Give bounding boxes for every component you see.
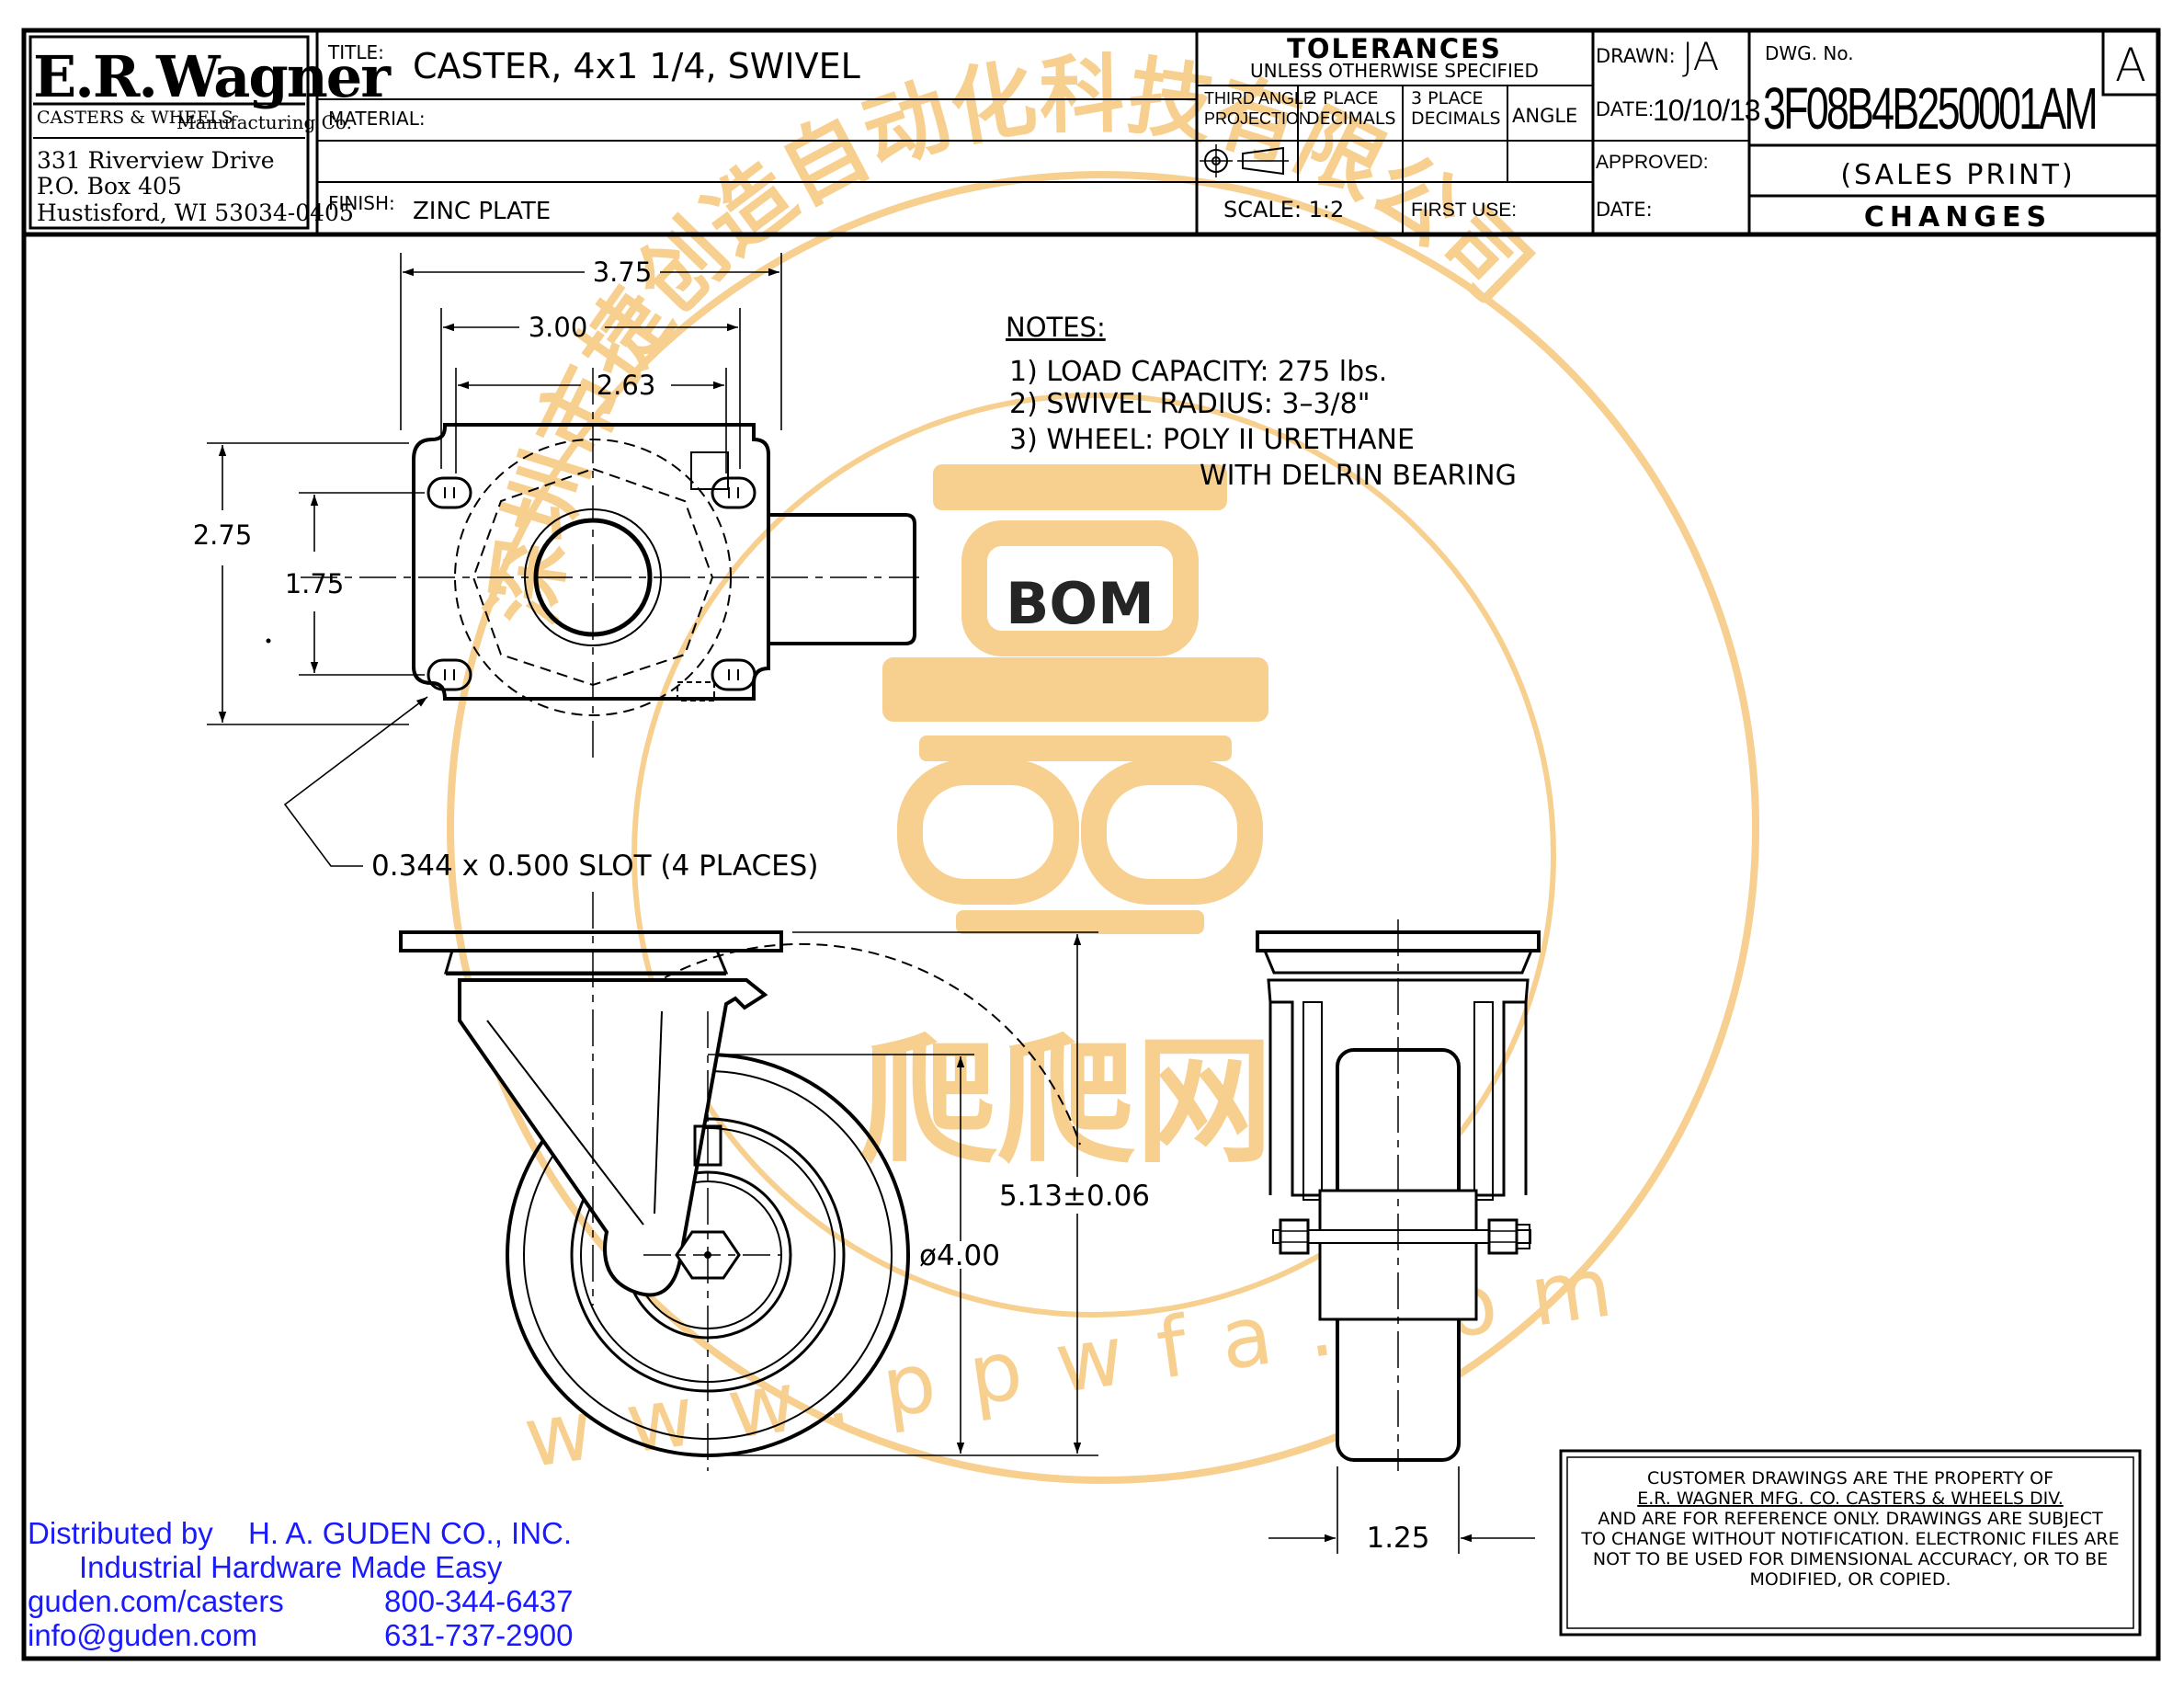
svg-text:UNLESS OTHERWISE SPECIFIED: UNLESS OTHERWISE SPECIFIED [1250,60,1539,82]
svg-text:WITH DELRIN BEARING: WITH DELRIN BEARING [1200,460,1517,492]
svg-text:NOTES:: NOTES: [1006,312,1106,343]
svg-text:CHANGES: CHANGES [1864,201,2052,234]
svg-text:MODIFIED, OR COPIED.: MODIFIED, OR COPIED. [1750,1569,1951,1590]
svg-text:2) SWIVEL RADIUS: 3–3/8": 2) SWIVEL RADIUS: 3–3/8" [1009,388,1371,420]
svg-text:331 Riverview Drive: 331 Riverview Drive [37,147,275,174]
svg-text:Hustisford, WI 53034-0405: Hustisford, WI 53034-0405 [37,200,354,226]
svg-text:10/10/13: 10/10/13 [1653,94,1760,127]
svg-text:3 PLACE: 3 PLACE [1411,88,1484,108]
svg-text:1) LOAD CAPACITY: 275 lbs.: 1) LOAD CAPACITY: 275 lbs. [1009,356,1387,388]
distributed-by-label: Distributed by [28,1516,213,1550]
svg-text:TOLERANCES: TOLERANCES [1287,33,1502,64]
svg-text:DRAWN:: DRAWN: [1596,45,1676,67]
svg-text:2.63: 2.63 [597,370,656,401]
slot-callout: 0.344 x 0.500 SLOT (4 PLACES) [371,850,818,883]
drawing-title: CASTER, 4x1 1/4, SWIVEL [413,46,860,86]
svg-text:ZINC PLATE: ZINC PLATE [413,198,551,225]
title-block [315,29,2160,236]
svg-text:TITLE:: TITLE: [327,41,384,63]
svg-text:PROJECTION: PROJECTION [1204,109,1311,128]
svg-text:3.75: 3.75 [593,257,653,288]
svg-text:JA: JA [1682,34,1719,79]
svg-text:MATERIAL:: MATERIAL: [328,108,426,130]
svg-text:3.00: 3.00 [529,312,588,343]
top-view [301,368,919,763]
watermark-logo [882,464,1268,934]
notes: NOTES: 1) LOAD CAPACITY: 275 lbs. 2) SWI… [1006,312,1517,492]
distributor-email[interactable]: info@guden.com [28,1618,257,1652]
distributor-website[interactable]: guden.com/casters [28,1584,284,1618]
svg-text:FIRST USE:: FIRST USE: [1411,200,1517,221]
top-view-dimensions [207,253,782,867]
disclaimer-box: CUSTOMER DRAWINGS ARE THE PROPERTY OF E.… [1559,1449,2142,1637]
svg-text:(SALES PRINT): (SALES PRINT) [1840,159,2075,191]
watermark-brand-text: 爬爬网 [859,1022,1273,1182]
svg-text:3) WHEEL: POLY II URETHANE: 3) WHEEL: POLY II URETHANE [1009,424,1415,456]
svg-text:E.R. WAGNER MFG. CO. CASTE: E.R. WAGNER MFG. CO. CASTERS & WHEELS DI… [1637,1488,2064,1509]
distributor-name: H. A. GUDEN CO., INC. [248,1516,573,1550]
svg-text:2 PLACE: 2 PLACE [1306,88,1379,108]
company-block: E.R.Wagner CASTERS & WHEELS Manufacturin… [28,35,393,230]
distributor-tagline: Industrial Hardware Made Easy [79,1550,503,1584]
svg-text:DECIMALS: DECIMALS [1411,108,1501,129]
svg-text:NOT TO BE USED FOR DIMENS: NOT TO BE USED FOR DIMENSIONAL ACCURACY,… [1593,1549,2108,1569]
svg-text:CASTERS & WHEELS: CASTERS & WHEELS [37,108,233,128]
svg-text:DATE:: DATE: [1596,199,1653,221]
svg-text:1.75: 1.75 [285,568,345,599]
side-view [399,892,1098,1471]
svg-text:TO CHANGE WITHOUT NOTIFICAT: TO CHANGE WITHOUT NOTIFICATION. ELECTRON… [1580,1529,2119,1549]
svg-text:P.O. Box 405: P.O. Box 405 [37,173,182,200]
svg-text:2.75: 2.75 [193,519,253,551]
svg-text:ANGLE: ANGLE [1512,105,1577,127]
svg-text:DECIMALS: DECIMALS [1306,108,1396,129]
svg-text:DWG. No.: DWG. No. [1765,42,1854,64]
drawing-number: 3F08B4B250001AM [1763,75,2096,142]
front-view [1256,919,1541,1554]
overall-height-dimension: 5.13±0.06 [999,1180,1150,1213]
watermark-logo-text: BOM [1006,570,1155,637]
svg-text:Manufacturing Co.: Manufacturing Co. [176,111,352,133]
distributor-phone-tollfree[interactable]: 800-344-6437 [384,1584,574,1618]
side-view-dimension-text: 5.13±0.06 ø4.00 [919,1180,1150,1272]
title-block-text: TITLE: CASTER, 4x1 1/4, SWIVEL MATERIAL:… [327,33,2146,234]
revision-letter: A [2115,39,2146,92]
svg-text:AND ARE FOR REFERENCE ONLY: AND ARE FOR REFERENCE ONLY. DRAWINGS ARE… [1598,1509,2103,1529]
wheel-width-dimension: 1.25 [1366,1522,1429,1555]
svg-text:APPROVED:: APPROVED: [1596,152,1709,173]
distributor-phone[interactable]: 631-737-2900 [384,1618,574,1652]
svg-text:CUSTOMER DRAWINGS ARE THE: CUSTOMER DRAWINGS ARE THE PROPERTY OF [1647,1468,2053,1488]
svg-text:DATE:: DATE: [1596,97,1654,120]
wheel-diameter-dimension: ø4.00 [919,1239,1000,1272]
svg-text:FINISH:: FINISH: [328,192,395,214]
top-view-dimension-text: 3.75 3.00 2.63 2.75 1.75 0.344 x 0.500 S… [193,257,819,883]
svg-text:THIRD ANGLE: THIRD ANGLE [1204,89,1314,108]
svg-text:SCALE: 1:2: SCALE: 1:2 [1223,197,1344,222]
